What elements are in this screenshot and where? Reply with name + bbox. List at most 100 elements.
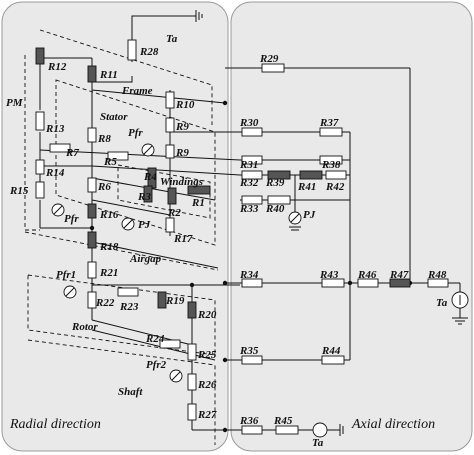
label-r29: R29 [259,53,279,65]
resistor-r26 [187,373,197,391]
resistor-r23 [117,287,139,297]
shaft-outline [27,339,216,445]
resistor-r14 [35,159,45,175]
label-r8: R8 [97,133,111,145]
label-r44: R44 [321,345,341,357]
label-r41: R41 [297,181,316,193]
label-r9-upper: R9 [175,121,189,133]
label-r5: R5 [103,156,117,168]
label-r36: R36 [239,415,259,427]
label-r46: R46 [357,269,377,281]
radial-direction-panel [1,1,229,452]
temperature-source-ta-bottom-icon [312,422,328,438]
resistor-r2 [167,187,177,205]
resistor-r17 [165,217,175,233]
label-r1: R1 [191,197,205,209]
label-r11: R11 [99,69,118,81]
resistor-r32 [241,170,263,180]
resistor-r27 [187,403,197,421]
label-r38: R38 [321,159,341,171]
label-r14: R14 [45,167,65,179]
label-r18: R18 [99,241,119,253]
resistor-r37 [319,127,343,137]
label-r43: R43 [319,269,339,281]
resistor-r46 [357,278,379,288]
label-r22: R22 [95,297,115,309]
label-r27: R27 [197,409,217,421]
resistor-r16 [87,203,97,219]
label-r7: R7 [65,147,79,159]
resistor-r30 [241,127,263,137]
resistor-r6 [87,177,97,193]
label-r28: R28 [139,46,159,58]
resistor-r1 [187,185,211,195]
label-r26: R26 [197,379,217,391]
label-r3: R3 [137,191,151,203]
pj-axial-label: PJ [303,209,316,221]
resistor-r48 [427,278,449,288]
label-r24: R24 [145,333,165,345]
shaft-label: Shaft [118,386,143,398]
label-r34: R34 [239,269,259,281]
label-r21: R21 [99,267,118,279]
label-r45: R45 [273,415,293,427]
label-r47: R47 [389,269,409,281]
resistor-r22 [87,291,97,309]
resistor-r5 [107,151,129,161]
label-r33: R33 [239,203,259,215]
resistor-r21 [87,261,97,279]
label-r35: R35 [239,345,259,357]
ta-top-label: Ta [166,33,178,45]
axial-direction-label: Axial direction [351,417,435,432]
label-r9-lower: R9 [175,147,189,159]
radial-direction-label: Radial direction [9,417,101,432]
pj-label: PJ [138,219,151,231]
resistor-r31 [241,155,263,165]
resistor-r11 [87,65,97,83]
resistor-r8 [87,127,97,143]
ta-bottom-label: Ta [312,437,324,449]
resistor-r41 [299,170,323,180]
resistor-r13 [35,111,45,131]
pfr2-label: Pfr2 [146,359,167,371]
resistor-r7 [49,143,71,153]
airgap-label: Airgap [129,253,162,265]
label-r37: R37 [319,117,339,129]
pm-label: PM [6,97,24,109]
label-r6: R6 [97,181,111,193]
resistor-r40 [267,195,291,205]
pm-outline [24,55,40,231]
resistor-r12 [35,47,45,65]
pfr-lower-label: Pfr [64,213,79,225]
label-r23: R23 [119,301,139,313]
resistor-r15 [35,181,45,199]
resistor-r36 [241,425,263,435]
label-r12: R12 [47,61,67,73]
resistor-r9-lower [165,144,175,159]
resistor-r38 [319,155,343,165]
resistor-r29 [261,63,285,73]
resistor-r28 [127,39,137,61]
windings-outline [117,164,211,219]
resistor-r24 [159,339,181,349]
label-r4: R4 [143,171,157,183]
label-r16: R16 [99,209,119,221]
label-r15: R15 [9,185,29,197]
axial-direction-panel [230,1,473,452]
rotor-label: Rotor [71,321,98,333]
resistor-r42 [325,170,347,180]
frame-label: Frame [121,85,153,97]
resistor-r47 [389,278,411,288]
stator-outline [55,79,216,246]
label-r48: R48 [427,269,447,281]
label-r10: R10 [175,99,195,111]
label-r31: R31 [239,159,258,171]
label-r42: R42 [325,181,345,193]
resistor-r9-upper [165,117,175,133]
resistor-r34 [241,278,263,288]
ta-right-label: Ta [436,297,448,309]
resistor-r39 [267,170,291,180]
resistor-r10 [165,91,175,109]
resistor-r3 [143,185,153,203]
